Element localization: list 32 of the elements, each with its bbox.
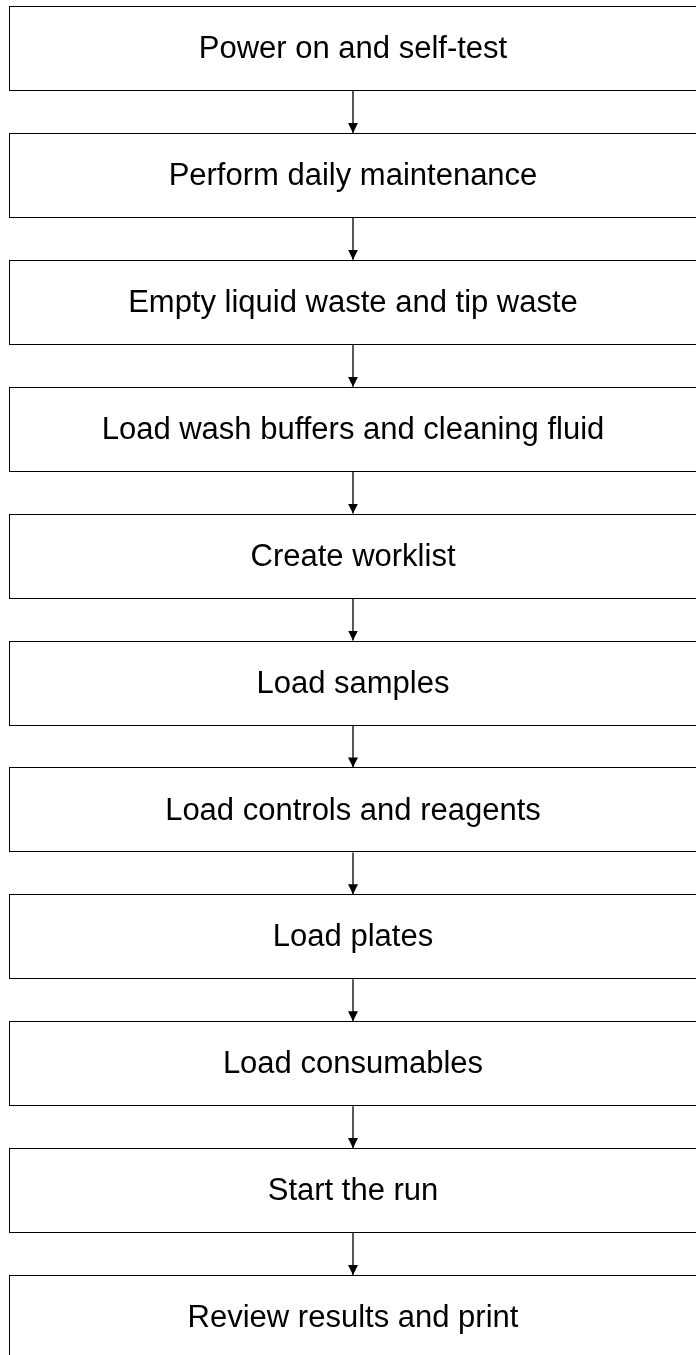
process-box: [9, 386, 696, 472]
step-label: Load wash buffers and cleaning fluid: [101, 409, 606, 448]
process-box: [9, 1021, 696, 1107]
arrow: [348, 724, 358, 769]
arrow: [348, 217, 358, 261]
step-label: Empty liquid waste and tip waste: [128, 282, 579, 321]
arrow: [348, 471, 358, 515]
arrow: [348, 851, 358, 895]
process-box: [9, 259, 696, 345]
arrow: [348, 90, 358, 134]
arrow: [348, 978, 358, 1022]
process-box: [9, 513, 696, 599]
step-label: Start the run: [267, 1171, 440, 1210]
process-box: [9, 767, 696, 853]
arrow: [348, 1232, 358, 1276]
step-label: Perform daily maintenance: [168, 156, 539, 194]
process-box: [9, 1275, 696, 1355]
step-label: Load consumables: [222, 1044, 485, 1083]
step-label: Load controls and reagents: [165, 790, 542, 829]
step-label: Review results and print: [187, 1298, 520, 1337]
process-box: [9, 894, 696, 980]
process-box: [9, 1148, 696, 1234]
step-label: Create worklist: [250, 536, 457, 575]
process-box: [9, 132, 696, 218]
arrow: [348, 344, 358, 388]
step-label: Load samples: [256, 663, 451, 702]
step-label: Load plates: [272, 917, 435, 956]
process-box: [9, 6, 696, 91]
arrow: [348, 1105, 358, 1149]
arrow: [348, 597, 358, 642]
step-label: Power on and self-test: [198, 29, 509, 68]
process-box: [9, 640, 696, 726]
